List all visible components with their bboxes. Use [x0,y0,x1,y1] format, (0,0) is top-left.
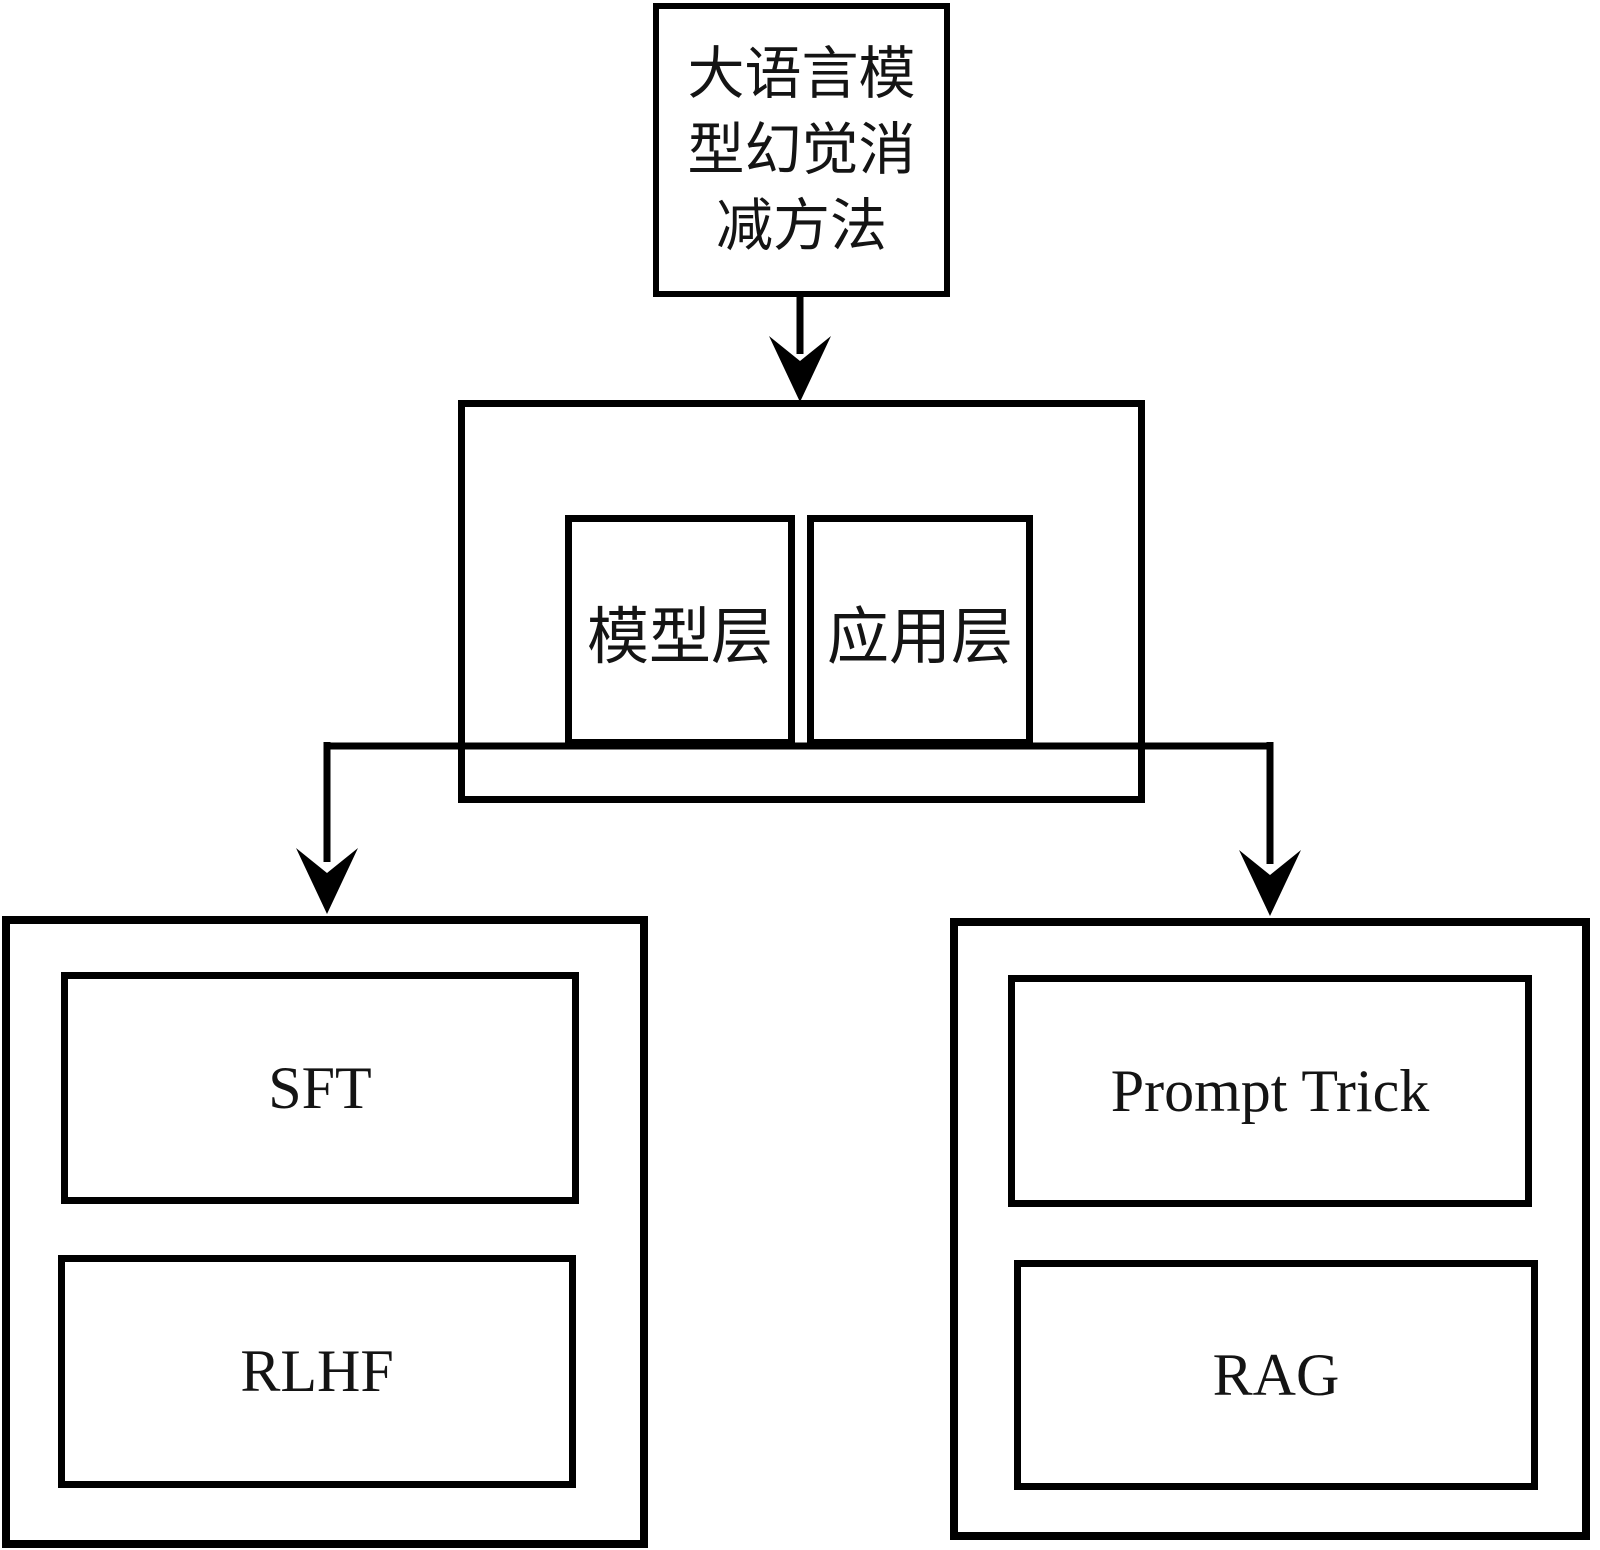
group-app-layer-methods [950,918,1590,1540]
arrowhead-right-group [1239,850,1301,916]
node-model-layer-label: 模型层 [586,602,773,672]
node-prompt-trick: Prompt Trick [1008,975,1532,1207]
node-model-layer: 模型层 [565,515,795,746]
node-sft: SFT [61,972,579,1204]
arrowhead-root-to-container [769,336,831,402]
node-root-label: 大语言模型幻觉消减方法 [687,42,916,258]
node-rag-label: RAG [1212,1341,1340,1408]
node-app-layer-label: 应用层 [826,602,1013,672]
node-rag: RAG [1014,1260,1538,1490]
node-rlhf-label: RLHF [240,1338,394,1404]
node-sft-label: SFT [268,1054,372,1121]
node-prompt-trick-label: Prompt Trick [1110,1057,1430,1124]
layer-container-box [458,400,1145,803]
group-model-layer-methods [2,916,648,1548]
node-app-layer: 应用层 [807,515,1033,746]
arrowhead-left-group [296,848,358,914]
node-rlhf: RLHF [58,1255,576,1488]
node-root-title: 大语言模型幻觉消减方法 [653,3,950,297]
